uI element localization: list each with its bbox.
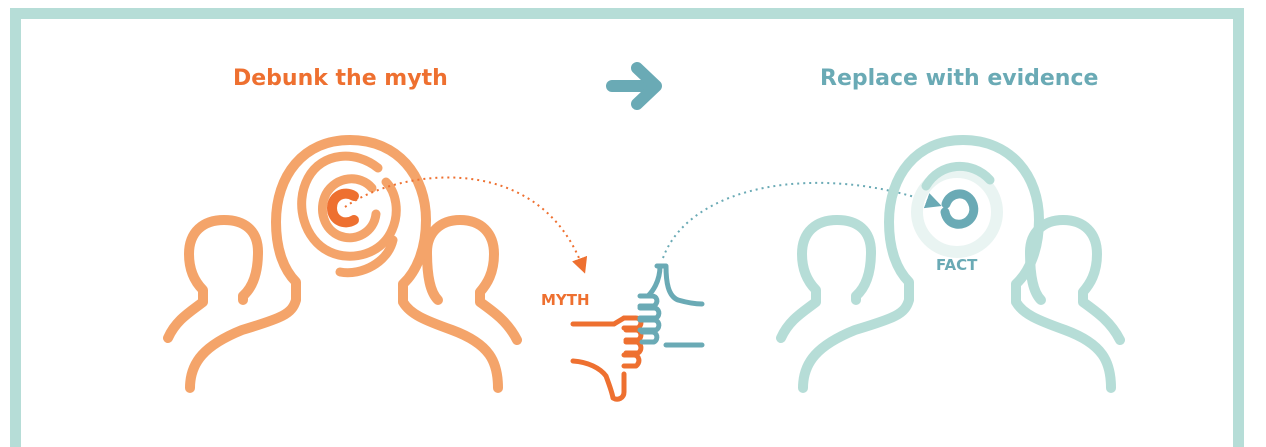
right-arrow-icon [606, 62, 662, 110]
thumbs-up-icon [637, 263, 705, 348]
myth-group [163, 135, 522, 393]
target-icon [327, 188, 359, 228]
head-with-target-icon [185, 135, 503, 393]
diagram-frame [10, 8, 1244, 447]
thumbs-down-icon [570, 315, 644, 402]
person-left-icon [163, 215, 263, 343]
fact-label: FACT [936, 256, 978, 274]
evidence-group [776, 135, 1125, 393]
head-with-fact-icon [798, 135, 1116, 393]
person-left-teal-icon [776, 215, 876, 343]
evidence-heading: Replace with evidence [820, 66, 1099, 91]
person-right-icon [422, 215, 522, 345]
myth-label: MYTH [541, 291, 590, 309]
fact-target-icon [940, 189, 979, 229]
debunk-heading: Debunk the myth [233, 66, 448, 91]
